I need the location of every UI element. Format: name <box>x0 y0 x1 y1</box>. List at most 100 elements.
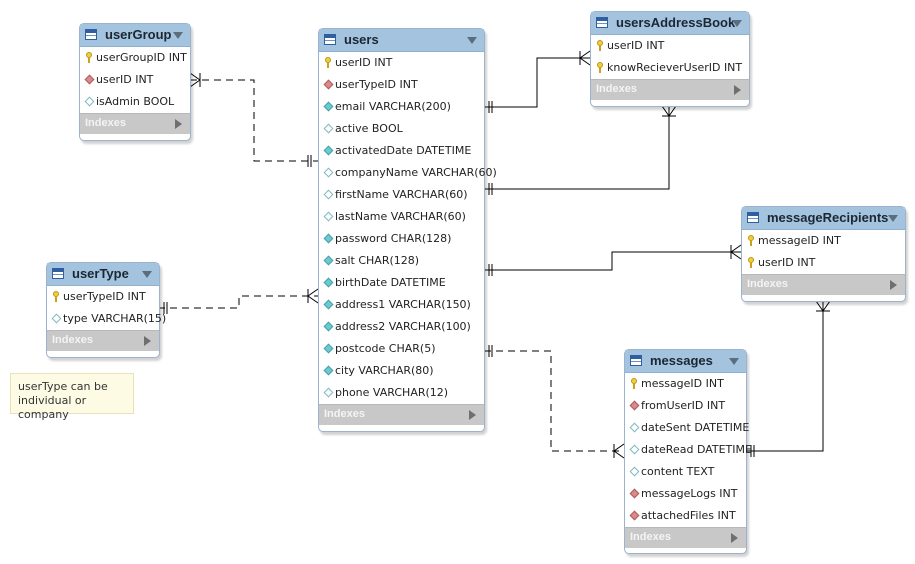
nullable-column-icon <box>323 123 334 134</box>
column-row[interactable]: fromUserID INT <box>625 395 746 417</box>
indexes-section[interactable]: Indexes <box>625 527 746 548</box>
collapse-arrow-icon[interactable] <box>888 215 898 222</box>
table-header[interactable]: users <box>319 29 484 52</box>
mandatory-mark-users-addressbook-user <box>488 101 493 113</box>
collapse-arrow-icon[interactable] <box>467 37 477 44</box>
table-icon <box>630 355 642 366</box>
relationship-users-messagerecipients <box>484 251 741 271</box>
mandatory-mark-users-messages <box>488 345 493 357</box>
indexes-label: Indexes <box>324 408 365 420</box>
expand-arrow-icon[interactable] <box>144 336 151 346</box>
nullable-column-icon <box>323 387 334 398</box>
expand-arrow-icon[interactable] <box>890 280 897 290</box>
column-row[interactable]: dateSent DATETIME <box>625 417 749 439</box>
column-row[interactable]: active BOOL <box>319 118 484 140</box>
table-icon <box>52 268 64 279</box>
column-row[interactable]: postcode CHAR(5) <box>319 338 484 360</box>
indexes-section[interactable]: Indexes <box>80 113 190 134</box>
column-list: messageID INT userID INT <box>742 230 905 274</box>
column-row[interactable]: userTypeID INT <box>47 286 159 308</box>
column-label: activatedDate DATETIME <box>335 144 472 157</box>
table-header[interactable]: messages <box>625 350 746 373</box>
column-row[interactable]: attachedFiles INT <box>625 505 746 527</box>
not-null-column-icon <box>323 255 334 266</box>
column-row[interactable]: salt CHAR(128) <box>319 250 484 272</box>
column-row[interactable]: messageID INT <box>625 373 746 395</box>
column-row[interactable]: firstName VARCHAR(60) <box>319 184 484 206</box>
column-label: address1 VARCHAR(150) <box>335 298 471 311</box>
mandatory-mark-users-messagerecipients <box>488 264 493 276</box>
indexes-section[interactable]: Indexes <box>742 274 905 295</box>
primary-key-icon <box>596 62 604 74</box>
expand-arrow-icon[interactable] <box>731 533 738 543</box>
column-label: city VARCHAR(80) <box>335 364 434 377</box>
column-row[interactable]: type VARCHAR(15) <box>47 308 166 330</box>
table-title: messageRecipients <box>767 210 889 225</box>
diagram-note[interactable]: userType can be individual or company <box>10 373 134 421</box>
foreign-key-icon <box>629 488 640 499</box>
column-row[interactable]: activatedDate DATETIME <box>319 140 484 162</box>
column-row[interactable]: password CHAR(128) <box>319 228 484 250</box>
mandatory-mark-users-addressbook-receiver <box>488 183 493 195</box>
indexes-section[interactable]: Indexes <box>319 404 484 425</box>
column-label: userID INT <box>758 256 816 269</box>
foreign-key-icon <box>323 79 334 90</box>
column-row[interactable]: userID INT <box>742 252 905 274</box>
collapse-arrow-icon[interactable] <box>729 358 739 365</box>
column-row[interactable]: lastName VARCHAR(60) <box>319 206 484 228</box>
table-title: userGroup <box>105 27 172 42</box>
foreign-key-icon <box>629 400 640 411</box>
expand-arrow-icon[interactable] <box>469 410 476 420</box>
table-messagerecipients[interactable]: messageRecipients messageID INT userID IN… <box>741 206 906 302</box>
column-row[interactable]: address1 VARCHAR(150) <box>319 294 484 316</box>
table-header[interactable]: messageRecipients <box>742 207 905 230</box>
not-null-column-icon <box>323 101 334 112</box>
column-row[interactable]: userTypeID INT <box>319 74 484 96</box>
relationship-users-addressbook-user <box>484 57 590 108</box>
column-row[interactable]: email VARCHAR(200) <box>319 96 484 118</box>
table-icon <box>324 34 336 45</box>
column-row[interactable]: birthDate DATETIME <box>319 272 484 294</box>
column-row[interactable]: companyName VARCHAR(60) <box>319 162 497 184</box>
primary-key-icon <box>324 57 332 69</box>
column-row[interactable]: isAdmin BOOL <box>80 91 190 113</box>
column-row[interactable]: city VARCHAR(80) <box>319 360 484 382</box>
column-row[interactable]: knowRecieverUserID INT <box>591 57 749 79</box>
collapse-arrow-icon[interactable] <box>732 20 742 27</box>
column-label: address2 VARCHAR(100) <box>335 320 471 333</box>
column-row[interactable]: messageID INT <box>742 230 905 252</box>
table-header[interactable]: userGroup <box>80 24 190 47</box>
foreign-key-icon <box>84 74 95 85</box>
column-row[interactable]: userID INT <box>80 69 190 91</box>
column-row[interactable]: userID INT <box>591 35 749 57</box>
collapse-arrow-icon[interactable] <box>173 32 183 39</box>
expand-arrow-icon[interactable] <box>175 119 182 129</box>
column-label: userID INT <box>335 56 393 69</box>
indexes-label: Indexes <box>630 531 671 543</box>
column-row[interactable]: messageLogs INT <box>625 483 746 505</box>
column-row[interactable]: phone VARCHAR(12) <box>319 382 484 404</box>
column-label: active BOOL <box>335 122 403 135</box>
column-row[interactable]: dateRead DATETIME <box>625 439 752 461</box>
table-header[interactable]: userType <box>47 263 159 286</box>
not-null-column-icon <box>323 321 334 332</box>
crowfoot-addressbook-receiver <box>661 105 677 117</box>
column-row[interactable]: userGroupID INT <box>80 47 190 69</box>
not-null-column-icon <box>323 365 334 376</box>
indexes-section[interactable]: Indexes <box>591 79 749 100</box>
column-row[interactable]: userID INT <box>319 52 484 74</box>
indexes-section[interactable]: Indexes <box>47 330 159 351</box>
column-label: birthDate DATETIME <box>335 276 446 289</box>
column-row[interactable]: address2 VARCHAR(100) <box>319 316 484 338</box>
table-header[interactable]: usersAddressBook <box>591 12 749 35</box>
column-row[interactable]: content TEXT <box>625 461 746 483</box>
collapse-arrow-icon[interactable] <box>142 271 152 278</box>
expand-arrow-icon[interactable] <box>734 85 741 95</box>
